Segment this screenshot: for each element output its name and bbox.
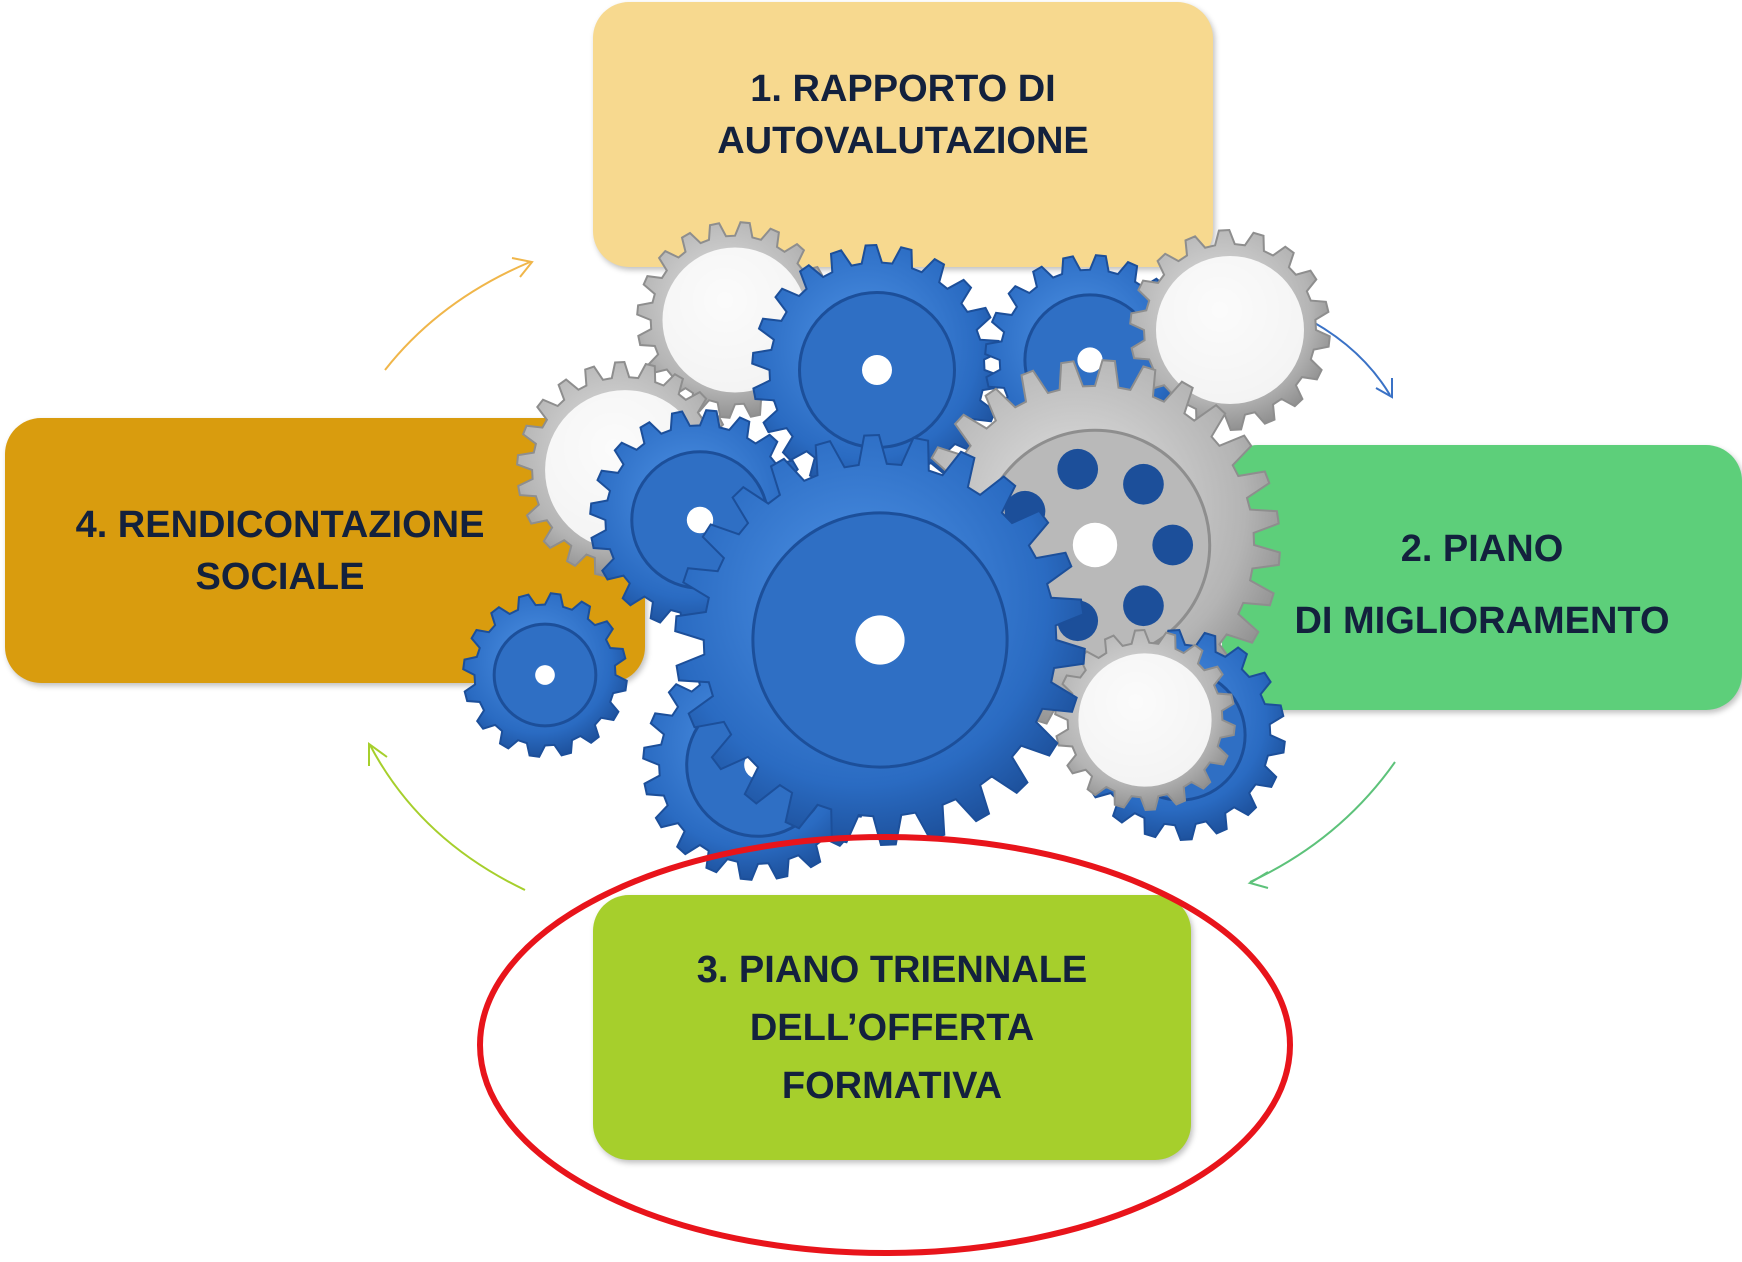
step-3-line-1: 3. PIANO TRIENNALE bbox=[696, 948, 1088, 991]
step-3-line-3: FORMATIVA bbox=[781, 1064, 1003, 1107]
blue-gear-top-center bbox=[751, 243, 1003, 497]
step-1-line-2: AUTOVALUTAZIONE bbox=[717, 119, 1089, 162]
arrow-to-step-4 bbox=[369, 744, 526, 891]
blue-gear-bottom-left bbox=[642, 649, 874, 881]
step-4-line-1: 4. RENDICONTAZIONE bbox=[75, 503, 485, 546]
step-2-line-2: DI MIGLIORAMENTO bbox=[1294, 600, 1670, 642]
arrow-to-step-3 bbox=[1249, 761, 1396, 883]
arrow-head-to-step-2 bbox=[1375, 378, 1393, 399]
step-4-line-2: SOCIALE bbox=[195, 555, 365, 598]
blue-gear-main-center bbox=[674, 433, 1086, 847]
step-1-line-1: 1. RAPPORTO DI bbox=[750, 67, 1056, 110]
step-2-box: 2. PIANO DI MIGLIORAMENTO bbox=[1222, 445, 1742, 710]
step-3-box: 3. PIANO TRIENNALE DELL’OFFERTA FORMATIV… bbox=[593, 895, 1191, 1160]
gray-ring-gear-small-right bbox=[1054, 628, 1236, 812]
arrow-to-step-1 bbox=[384, 261, 531, 371]
arrow-head-to-step-1 bbox=[511, 257, 534, 278]
arrow-head-to-step-4 bbox=[368, 742, 388, 766]
step-3-line-2: DELL’OFFERTA bbox=[749, 1006, 1035, 1049]
step-4-box: 4. RENDICONTAZIONE SOCIALE bbox=[5, 418, 645, 683]
step-2-line-1: 2. PIANO bbox=[1400, 528, 1564, 570]
arrow-to-step-2 bbox=[1299, 314, 1391, 396]
arrow-head-to-step-3 bbox=[1247, 871, 1269, 889]
step-1-box: 1. RAPPORTO DI AUTOVALUTAZIONE bbox=[593, 2, 1213, 267]
blue-gear-top-right bbox=[984, 254, 1196, 466]
